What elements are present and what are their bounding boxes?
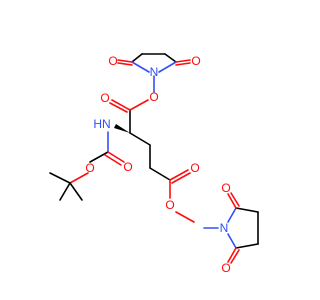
bond	[230, 192, 240, 207]
bond	[149, 167, 171, 181]
bond	[230, 249, 240, 264]
atom-label-oxygen: O	[221, 261, 230, 275]
bond	[235, 243, 259, 249]
bond	[227, 247, 237, 263]
bond	[129, 99, 149, 111]
atom-label-nitrogen: N	[220, 221, 229, 235]
atom-label-oxygen: O	[108, 54, 117, 68]
bond	[109, 102, 128, 113]
skeletal-structure-diagram: O N O O O HN O O O O N O O	[49, 53, 259, 275]
bond	[235, 207, 259, 213]
atom-label-oxygen: O	[123, 160, 132, 174]
atom-labels: O N O O O HN O O O O N O O	[85, 54, 230, 275]
bond	[59, 182, 71, 201]
atom-label-oxygen: O	[221, 181, 230, 195]
atom-label-nh: HN	[93, 117, 110, 131]
bottom-succinimide-ring	[203, 192, 259, 264]
atom-label-oxygen: O	[165, 198, 174, 212]
atom-label-oxygen: O	[191, 54, 200, 68]
atom-label-oxygen: O	[100, 91, 109, 105]
bond	[227, 207, 237, 223]
bond	[171, 172, 191, 184]
bond	[164, 53, 177, 63]
atom-label-oxygen: O	[149, 90, 158, 104]
bond	[131, 53, 143, 63]
atom-label-oxygen: O	[190, 161, 199, 175]
bond	[104, 154, 122, 166]
bond	[227, 193, 237, 209]
top-succinimide-ring	[117, 53, 191, 93]
bond	[117, 62, 133, 66]
bond	[69, 172, 89, 184]
bond	[175, 59, 191, 63]
atom-label-oxygen: O	[85, 161, 94, 175]
bond	[107, 151, 125, 163]
bond	[169, 169, 189, 181]
bond	[49, 172, 71, 184]
main-chain	[49, 99, 195, 223]
bond	[175, 62, 191, 66]
bond	[117, 59, 133, 63]
bond	[89, 151, 109, 163]
bond	[131, 61, 150, 73]
bond	[158, 61, 177, 73]
atom-label-nitrogen: N	[150, 65, 159, 79]
bond	[227, 233, 237, 249]
bond	[69, 182, 83, 201]
stereo-wedge	[114, 124, 130, 133]
bond	[129, 132, 151, 146]
bond	[111, 99, 131, 111]
bond	[175, 211, 195, 223]
